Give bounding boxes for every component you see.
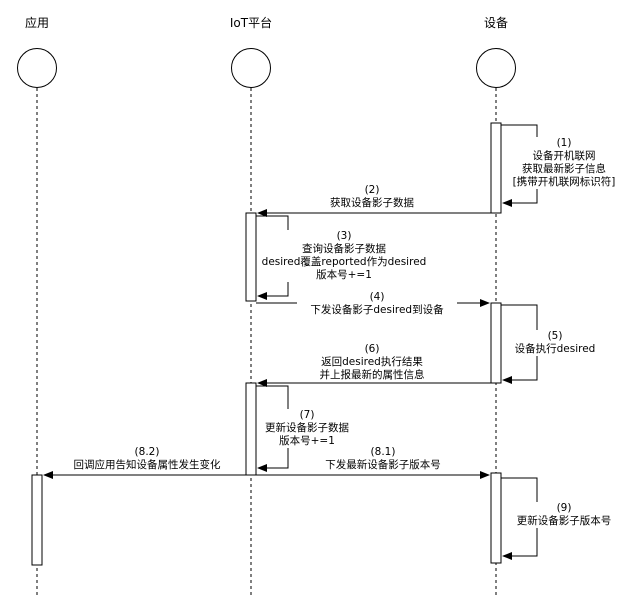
platform-activation-2 [245, 382, 257, 476]
message-8-1-label: (8.1) 下发最新设备影子版本号 [313, 446, 453, 472]
message-6-label: (6) 返回desired执行结果 并上报最新的属性信息 [297, 343, 447, 382]
message-5-label: (5) 设备执行desired [505, 330, 605, 356]
message-1-line-3: [携带开机联网标识符] [512, 176, 616, 188]
message-4-label: (4) 下发设备影子desired到设备 [297, 291, 457, 317]
message-4-line-1: 下发设备影子desired到设备 [310, 304, 444, 316]
message-3-line-1: 查询设备影子数据 [302, 243, 386, 255]
message-3-label: (3) 查询设备影子数据 desired覆盖reported作为desired … [259, 230, 429, 282]
device-activation-2 [490, 302, 502, 384]
message-6-number: (6) [364, 343, 380, 355]
message-1-line-2: 获取最新影子信息 [522, 163, 606, 175]
message-5-line-1: 设备执行desired [514, 343, 596, 355]
message-9-number: (9) [556, 502, 572, 514]
message-2-label: (2) 获取设备影子数据 [302, 184, 442, 210]
message-8-2-number: (8.2) [134, 446, 160, 458]
actor-platform-label: IoT平台 [229, 16, 273, 30]
message-7-label: (7) 更新设备影子数据 版本号+=1 [257, 409, 357, 448]
message-1-label: (1) 设备开机联网 获取最新影子信息 [携带开机联网标识符] [505, 137, 623, 189]
message-8-2-line-1: 回调应用告知设备属性发生变化 [73, 459, 221, 471]
actor-device-label: 设备 [483, 16, 508, 30]
message-9-line-1: 更新设备影子版本号 [516, 515, 612, 527]
message-7-line-1: 更新设备影子数据 [265, 422, 349, 434]
message-1-line-1: 设备开机联网 [532, 150, 596, 162]
message-8-1-number: (8.1) [370, 446, 396, 458]
message-7-line-2: 版本号+=1 [279, 435, 335, 447]
message-7-number: (7) [299, 409, 315, 421]
message-2-line-1: 获取设备影子数据 [330, 197, 414, 209]
message-1-number: (1) [556, 137, 572, 149]
actor-app-label: 应用 [24, 16, 49, 30]
message-3-number: (3) [336, 230, 352, 242]
message-9-label: (9) 更新设备影子版本号 [505, 502, 623, 528]
message-6-line-1: 返回desired执行结果 [321, 356, 423, 368]
message-5-number: (5) [547, 330, 563, 342]
message-2-number: (2) [364, 184, 380, 196]
platform-actor-circle [231, 48, 271, 88]
device-activation-3 [490, 472, 502, 564]
message-3-line-2: desired覆盖reported作为desired [261, 256, 427, 268]
message-4-number: (4) [369, 291, 385, 303]
message-8-1-line-1: 下发最新设备影子版本号 [325, 459, 441, 471]
message-3-line-3: 版本号+=1 [316, 269, 372, 281]
message-8-2-label: (8.2) 回调应用告知设备属性发生变化 [62, 446, 232, 472]
device-actor-circle [476, 48, 516, 88]
message-6-line-2: 并上报最新的属性信息 [319, 369, 425, 381]
app-actor-circle [17, 48, 57, 88]
app-activation [31, 474, 43, 566]
platform-activation-1 [245, 212, 257, 302]
device-activation-1 [490, 122, 502, 214]
